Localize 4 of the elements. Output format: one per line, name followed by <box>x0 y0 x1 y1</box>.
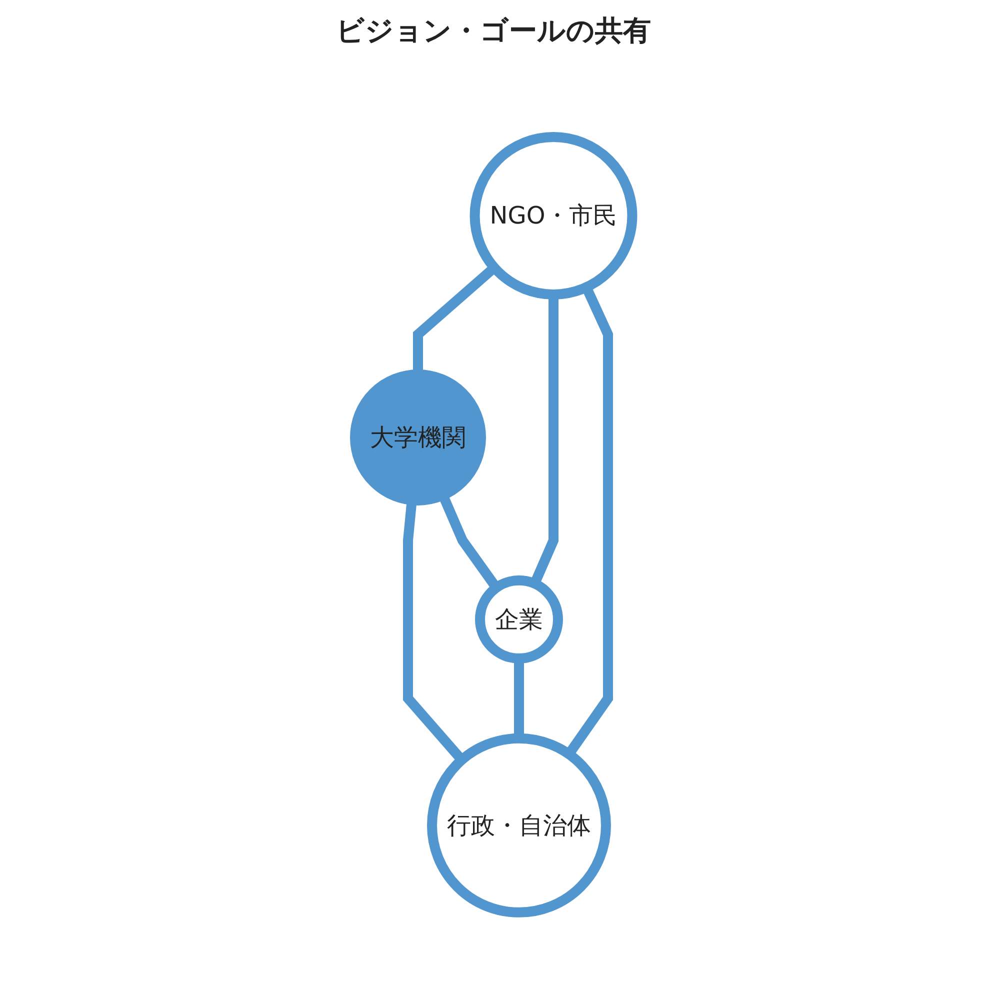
node-circle: NGO・市民 <box>470 132 638 300</box>
node-circle: 大学機関 <box>350 370 486 506</box>
node-circle: 企業 <box>474 576 563 664</box>
node-circle: 行政・自治体 <box>426 734 611 918</box>
